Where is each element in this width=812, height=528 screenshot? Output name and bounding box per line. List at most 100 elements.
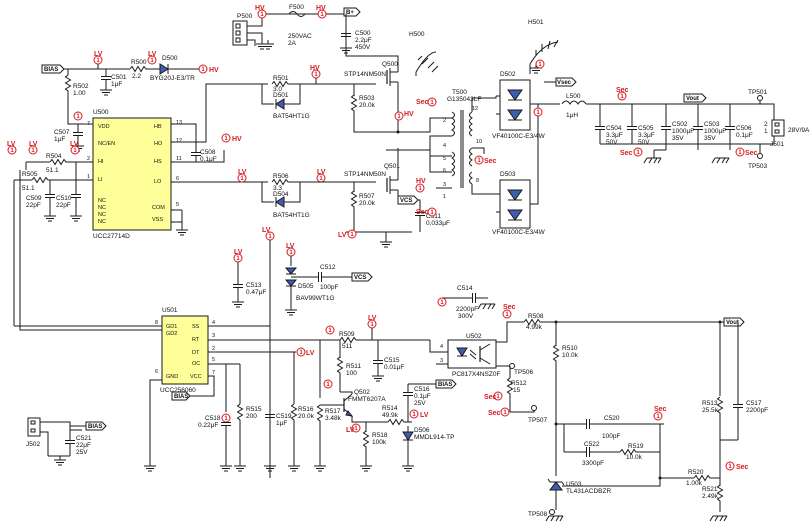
net-sec-7: Sec — [503, 304, 516, 311]
h500-ref: H500 — [409, 31, 425, 38]
net-sec-5: Sec — [620, 150, 633, 157]
c520-ref: C520 — [604, 415, 620, 422]
c504-volt: 50V — [606, 139, 618, 146]
u501-n7: 7 — [212, 370, 215, 376]
d502-rectifier: D502 VF40100C-E3/4W — [492, 71, 546, 140]
c500-ref: C500 — [355, 30, 371, 37]
c514-val: 2200pF — [456, 306, 478, 313]
u501-pin-oc: OC — [192, 361, 200, 367]
j501-pin2: 2 — [764, 121, 768, 128]
r510-val: 10.0k — [562, 352, 579, 359]
d504-part: BAT54HT1G — [273, 212, 310, 219]
vsec-tag: Vsec — [555, 77, 577, 87]
net-hv-6: HV — [232, 136, 242, 143]
r505-val: 51.1 — [22, 185, 35, 192]
r511-ref: R511 — [346, 363, 361, 370]
net-sec-4: Sec — [616, 87, 629, 94]
r521-val: 2.49k — [702, 493, 719, 500]
net-lv-9: LV — [234, 249, 243, 256]
vsec-label: Vsec — [557, 80, 572, 86]
net-sec-8: Sec — [488, 410, 501, 417]
net-hv-5: HV — [209, 67, 219, 74]
net-sec-9: Sec — [484, 394, 497, 401]
net-lv-8: LV — [338, 232, 347, 239]
u500-pin-nc1: NC — [98, 198, 106, 204]
u501-n3: 3 — [212, 333, 215, 339]
r510-ref: R510 — [562, 345, 578, 352]
c500-volt: 450V — [355, 44, 371, 51]
tp503-testpoint: TP503 — [748, 153, 768, 170]
net-lv-11: LV — [286, 243, 295, 250]
c500-val: 2.2μF — [355, 37, 372, 44]
r515-val: 200 — [246, 413, 257, 420]
net-lv-15: LV — [420, 412, 429, 419]
q502-transistor: Q502 FMMT6207A — [343, 389, 386, 417]
c511-val: 0.033μF — [426, 220, 450, 227]
u500-pin-nc4: NC — [98, 219, 106, 225]
t500-p6: 6 — [443, 168, 446, 174]
l500-val: 1μH — [566, 112, 578, 119]
u501-pin-gd2: GD2 — [166, 331, 177, 337]
u501-pin-rt: RT — [192, 337, 200, 343]
r503-val: 20.0k — [359, 102, 376, 109]
net-hv-2: HV — [316, 5, 326, 12]
q500-ref: Q500 — [382, 61, 398, 68]
d505-part: BAV99WT1G — [296, 295, 335, 302]
tp501-testpoint: TP501 — [748, 89, 768, 101]
u501-pin-gd1: GD1 — [166, 324, 177, 330]
r506-ref: R506 — [273, 173, 289, 180]
c501-ref: C501 — [111, 74, 127, 81]
bias-label-2: BIAS — [174, 394, 188, 400]
r518-val: 100k — [372, 439, 387, 446]
r505-ref: R505 — [22, 171, 38, 178]
net-hv-7: HV — [416, 178, 426, 185]
c505-val: 3.3μF — [638, 132, 655, 139]
r520-val: 1.00k — [686, 480, 703, 487]
vcs-tag-1: VCS — [397, 195, 419, 205]
bplus-tag: B+ — [343, 7, 361, 17]
c510-val: 22pF — [56, 202, 71, 209]
u500-n2: 2 — [87, 156, 90, 162]
u500-pin-li: LI — [98, 177, 103, 183]
c515-val: 0.01μF — [384, 364, 404, 371]
vout-tag-2: Vout — [723, 317, 745, 327]
t500-transformer: T500 G135043LF 12 2 4 5 6 10 8 3 1 — [443, 89, 482, 200]
r519-ref: R519 — [628, 443, 644, 450]
u501-pin-ss: SS — [192, 324, 200, 330]
c518-ref: C518 — [205, 415, 221, 422]
l500-ref: L500 — [566, 93, 581, 100]
c505-ref: C505 — [638, 125, 654, 132]
r509-val: 511 — [342, 343, 353, 350]
net-sec-3: Sec — [484, 158, 497, 165]
t500-p12: 12 — [472, 106, 478, 112]
bias-label-4: BIAS — [88, 424, 102, 430]
t500-p4: 4 — [443, 143, 446, 149]
c519-ref: C519 — [276, 413, 292, 420]
u500-pin-nc-en: NC/EN — [98, 141, 115, 147]
bplus-label: B+ — [346, 10, 354, 16]
net-sec-11: Sec — [736, 464, 749, 471]
r512-val: 15 — [513, 387, 521, 394]
d505-ref: D505 — [298, 283, 314, 290]
u500-n12: 12 — [176, 138, 182, 144]
u500-n5: 5 — [176, 202, 179, 208]
net-lv-12: LV — [306, 350, 315, 357]
t500-p2: 2 — [443, 118, 446, 124]
d503-ref: D503 — [500, 171, 516, 178]
vcs-label-1: VCS — [400, 198, 412, 204]
bias-label-3: BIAS — [438, 382, 452, 388]
q500-part: STP14NM50N — [344, 71, 386, 78]
net-lv-14: LV — [346, 427, 355, 434]
c514-ref: C514 — [457, 285, 473, 292]
f500-current: 2A — [288, 40, 297, 47]
u501-pin-gnd: GND — [166, 374, 178, 380]
c509-ref: C509 — [26, 195, 42, 202]
h501-heatsink: H501 — [528, 19, 559, 74]
f500-ref: F500 — [289, 4, 304, 11]
u501-pin-dt: DT — [192, 350, 200, 356]
d506-ref: D506 — [414, 427, 430, 434]
net-lv-10: LV — [262, 227, 271, 234]
d500-part: BYG20J-E3/TR — [150, 75, 195, 82]
r513-val: 25.5k — [702, 407, 719, 414]
c503-val: 1000μF — [704, 128, 726, 135]
